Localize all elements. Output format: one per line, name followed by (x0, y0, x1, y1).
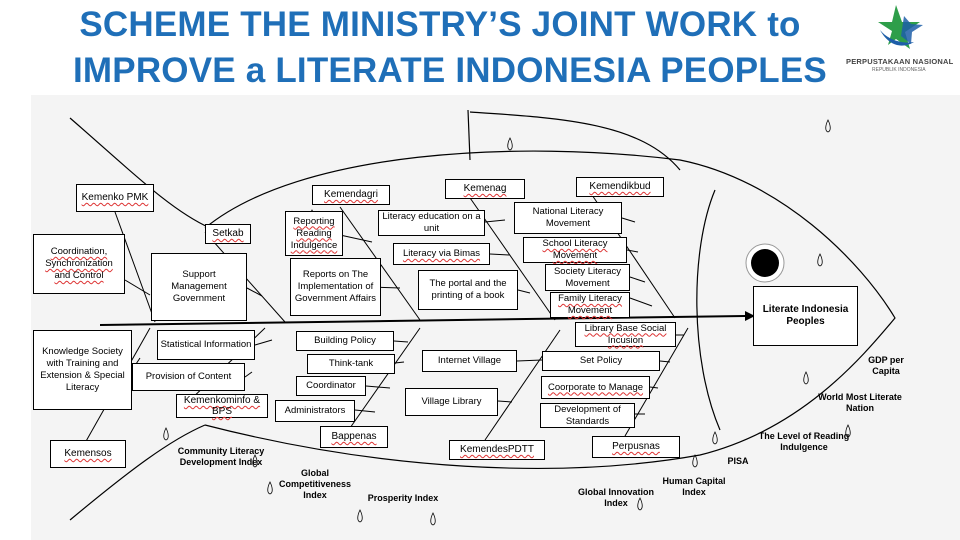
logo-name: PERPUSTAKAAN NASIONAL (846, 57, 954, 66)
reporting-reading-box: Reporting Reading Indulgence (285, 211, 343, 256)
fish-pupil-icon (751, 249, 779, 277)
family-literacy-box: Family Literacy Movement (550, 292, 630, 318)
corporate-manage-box: Coorporate to Manage (541, 376, 650, 399)
perpusnas-star-logo-icon (878, 5, 923, 49)
literacy-education-box: Literacy education on a unit (378, 210, 485, 236)
society-literacy-box: Society Literacy Movement (545, 264, 630, 291)
indicator-reading-indulgence: The Level of Reading Indulgence (758, 431, 850, 452)
kemenko-pmk-box: Kemenko PMK (76, 184, 154, 212)
statistical-information-box: Statistical Information (157, 330, 255, 360)
set-policy-box: Set Policy (542, 351, 660, 371)
national-literacy-box: National Literacy Movement (514, 202, 622, 234)
drop-icon (430, 512, 436, 526)
coordinator-box: Coordinator (296, 376, 366, 396)
kemendesptt-box: KemendesPDTT (449, 440, 545, 460)
title-line-2: IMPROVE a LITERATE INDONESIA PEOPLES (73, 51, 827, 90)
think-tank-box: Think-tank (307, 354, 395, 374)
support-management-box: Support Management Government (151, 253, 247, 321)
fish-outline (69, 109, 896, 521)
indicator-global-innovation: Global Innovation Index (578, 487, 654, 508)
indicator-global-competitiveness: Global Competitiveness Index (278, 468, 352, 500)
bone-lines (84, 191, 689, 444)
drop-icon (507, 137, 513, 151)
drop-icon (637, 497, 643, 511)
perpusnas-box: Perpusnas (592, 436, 680, 458)
development-standards-box: Development of Standards (540, 403, 635, 428)
drop-icon (252, 454, 258, 468)
literate-indonesia-result-box: Literate Indonesia Peoples (753, 286, 858, 346)
drop-icon (712, 431, 718, 445)
indicator-world-literate: World Most Literate Nation (818, 392, 902, 413)
administrators-box: Administrators (275, 400, 355, 422)
indicator-community-literacy: Community Literacy Development Index (177, 446, 265, 467)
kemensos-box: Kemensos (50, 440, 126, 468)
drop-icon (267, 481, 273, 495)
library-base-box: Library Base Social Incusion (575, 322, 676, 347)
literacy-bimas-box: Literacy via Bimas (393, 243, 490, 265)
spine-arrow-icon (745, 311, 755, 321)
provision-of-content-box: Provision of Content (132, 363, 245, 391)
drop-icon (357, 509, 363, 523)
kemendagri-box: Kemendagri (312, 185, 390, 205)
setkab-box: Setkab (205, 224, 251, 244)
drop-icon (825, 119, 831, 133)
coordination-box: Coordination, Synchronization and Contro… (33, 234, 125, 294)
kemendikbud-box: Kemendikbud (576, 177, 664, 197)
bappenas-box: Bappenas (320, 426, 388, 448)
kemenkominfo-bps-box: Kemenkominfo & BPS (176, 394, 268, 418)
title-line-1: SCHEME THE MINISTRY’S JOINT WORK to (79, 5, 801, 44)
drop-icon (817, 253, 823, 267)
knowledge-society-box: Knowledge Society with Training and Exte… (33, 330, 132, 410)
village-library-box: Village Library (405, 388, 498, 416)
kemenag-box: Kemenag (445, 179, 525, 199)
indicator-pisa: PISA (727, 456, 749, 466)
drop-icon (692, 454, 698, 468)
indicator-human-capital: Human Capital Index (662, 476, 726, 497)
drop-icon (803, 371, 809, 385)
reports-implementation-box: Reports on The Implementation of Governm… (290, 258, 381, 316)
building-policy-box: Building Policy (296, 331, 394, 351)
drop-icon (845, 424, 851, 438)
indicator-prosperity: Prosperity Index (367, 493, 439, 503)
water-drops (163, 119, 851, 526)
fish-spine (99, 315, 746, 326)
school-literacy-box: School Literacy Movement (523, 237, 627, 263)
drop-icon (163, 427, 169, 441)
internet-village-box: Internet Village (422, 350, 517, 372)
indicator-gdp: GDP per Capita (868, 355, 904, 376)
logo-subtitle: REPUBLIK INDONESIA (872, 67, 926, 73)
portal-printing-box: The portal and the printing of a book (418, 270, 518, 310)
